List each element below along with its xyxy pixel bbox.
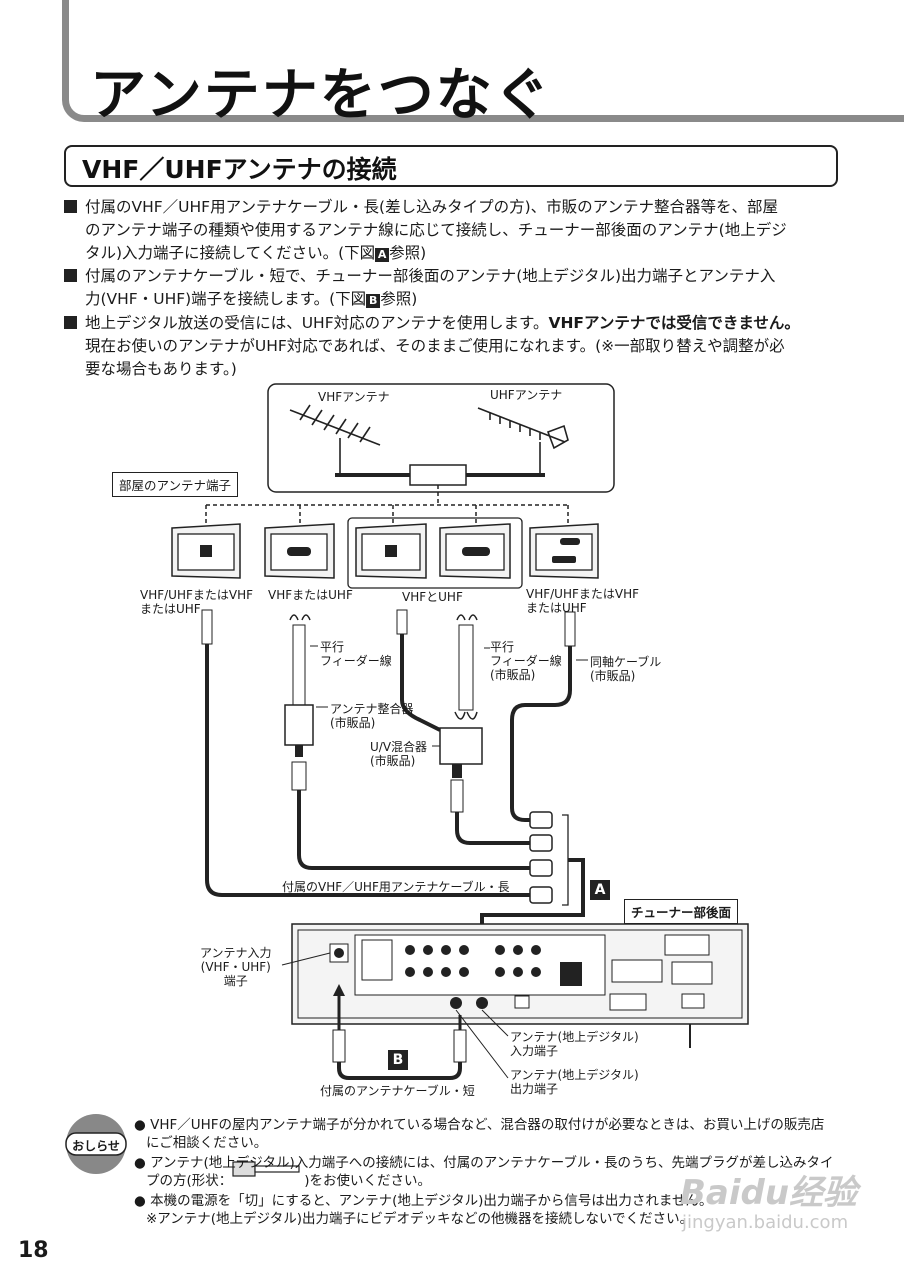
feeder-matcher-cable bbox=[284, 614, 530, 870]
short-cable-label: 付属のアンテナケーブル・短 bbox=[320, 1084, 475, 1098]
mixer-cable bbox=[396, 609, 530, 845]
mixer-label: U/V混合器(市販品) bbox=[370, 740, 428, 768]
note-item-1: ● VHF／UHFの屋内アンテナ端子が分かれている場合など、混合器の取付けが必要… bbox=[134, 1117, 825, 1151]
coax-cable-label: 同軸ケーブル(市販品) bbox=[590, 655, 662, 683]
short-cable bbox=[332, 984, 467, 1080]
header-frame bbox=[62, 0, 904, 122]
plug-group bbox=[529, 811, 553, 904]
digital-input-label: アンテナ(地上デジタル)入力端子 bbox=[510, 1030, 639, 1058]
digital-output-label: アンテナ(地上デジタル)出力端子 bbox=[510, 1068, 639, 1096]
tuner-rear-label: チューナー部後面 bbox=[624, 899, 739, 924]
antenna-input-label: アンテナ入力(VHF・UHF)端子 bbox=[200, 946, 272, 988]
long-cable-vhf-uhf bbox=[201, 609, 530, 897]
bullet-1: 付属のVHF／UHF用アンテナケーブル・長(差し込みタイプの方)、市販のアンテナ… bbox=[64, 196, 844, 265]
baidu-watermark-logo: Baidu经验 bbox=[680, 1173, 858, 1213]
long-cable-label: 付属のVHF／UHF用アンテナケーブル・長 bbox=[282, 880, 510, 894]
marker-a-inline: A bbox=[375, 248, 390, 262]
matcher-label: アンテナ整合器(市販品) bbox=[330, 702, 414, 730]
vhf-antenna-icon bbox=[289, 404, 381, 476]
uhf-antenna-label: UHFアンテナ bbox=[490, 388, 563, 402]
coax-cable bbox=[510, 611, 576, 822]
notice-badge: おしらせ bbox=[72, 1139, 120, 1153]
bullet-3: 地上デジタル放送の受信には、UHF対応のアンテナを使用します。VHFアンテナでは… bbox=[64, 312, 844, 381]
bullet-square bbox=[64, 316, 77, 329]
note-item-2: ● アンテナ(地上デジタル)入力端子への接続には、付属のアンテナケーブル・長のう… bbox=[134, 1155, 834, 1189]
tuner-rear-panel bbox=[291, 923, 749, 1048]
section-title: VHF／UHFアンテナの接続 bbox=[82, 155, 397, 184]
notice-badge-icon bbox=[65, 1114, 127, 1174]
marker-b: B bbox=[388, 1050, 408, 1070]
room-terminal-label: 部屋のアンテナ端子 bbox=[112, 472, 239, 497]
uhf-antenna-icon bbox=[477, 407, 569, 475]
vhf-antenna-label: VHFアンテナ bbox=[318, 390, 390, 404]
parallel-feeder-label-1: 平行フィーダー線 bbox=[320, 640, 392, 668]
baidu-watermark-url: jingyan.baidu.com bbox=[682, 1212, 849, 1233]
bullet-square bbox=[64, 200, 77, 213]
page-number: 18 bbox=[18, 1238, 49, 1263]
section-title-box bbox=[64, 145, 838, 187]
page-title: アンテナをつなぐ bbox=[90, 63, 552, 128]
marker-a: A bbox=[590, 880, 610, 900]
terminal-label-3: VHFとUHF bbox=[402, 590, 463, 604]
terminal-label-2: VHFまたはUHF bbox=[268, 588, 353, 602]
parallel-feeder-label-2: 平行フィーダー線(市販品) bbox=[490, 640, 562, 682]
bullet-2: 付属のアンテナケーブル・短で、チューナー部後面のアンテナ(地上デジタル)出力端子… bbox=[64, 265, 844, 311]
antenna-frame bbox=[267, 383, 615, 493]
marker-b-inline: B bbox=[366, 294, 381, 308]
bullet-square bbox=[64, 269, 77, 282]
note-item-3: ● 本機の電源を「切」にすると、アンテナ(地上デジタル)出力端子から信号は出力さ… bbox=[134, 1193, 713, 1227]
plug-shape-icon bbox=[232, 1161, 300, 1177]
antenna-joiner bbox=[409, 464, 467, 486]
